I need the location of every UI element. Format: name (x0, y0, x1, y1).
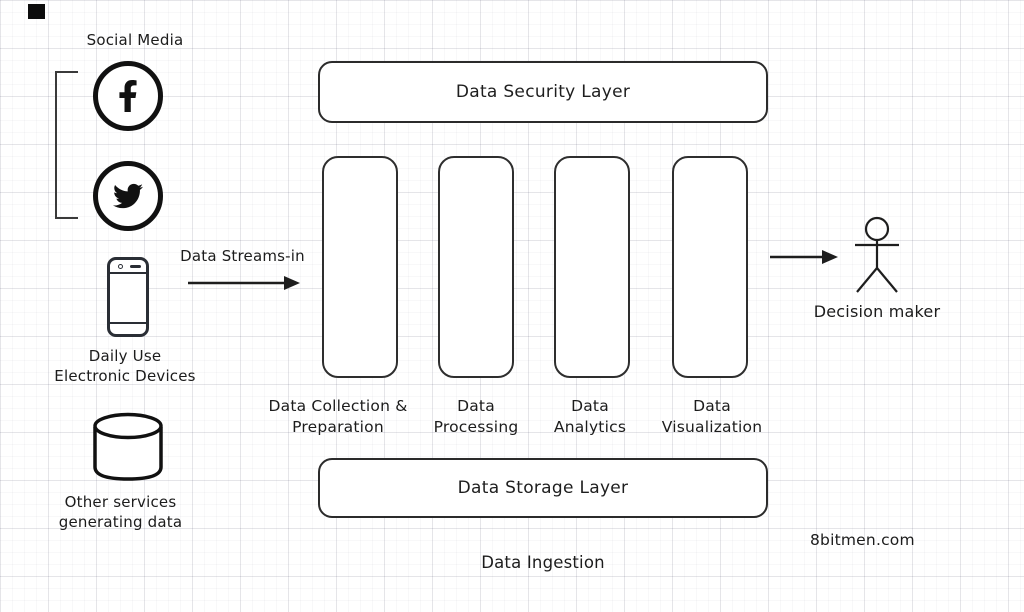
social-media-bracket (55, 71, 78, 219)
security-layer-label: Data Security Layer (455, 82, 631, 102)
phone-speaker-bar (130, 265, 141, 268)
stage-box-processing (438, 156, 514, 378)
stage-analytics-line1: Data (571, 397, 609, 415)
stage-visualization-line2: Visualization (661, 418, 763, 436)
phone-icon (107, 257, 149, 337)
decision-maker-icon (855, 216, 899, 293)
other-services-label: Other services generating data (28, 492, 213, 532)
stage-box-analytics (554, 156, 630, 378)
other-services-line1: Other services (64, 493, 177, 511)
twitter-bird-glyph (113, 183, 143, 209)
social-media-label: Social Media (86, 31, 184, 49)
stage-label-visualization: Data Visualization (646, 396, 778, 438)
phone-screen-bottom-line (110, 322, 146, 324)
stage-label-collection: Data Collection & Preparation (250, 396, 426, 438)
stage-analytics-line2: Analytics (553, 418, 627, 436)
daily-use-line2: Electronic Devices (54, 367, 196, 385)
facebook-f-glyph (119, 80, 137, 112)
corner-square-mark (28, 4, 45, 19)
database-cylinder-icon (93, 412, 163, 481)
stage-processing-line1: Data (457, 397, 495, 415)
stage-collection-line1: Data Collection & (268, 397, 408, 415)
data-streams-label: Data Streams-in (180, 247, 305, 265)
stream-arrow-icon (188, 276, 300, 290)
facebook-icon (93, 61, 163, 131)
decision-maker-label: Decision maker (813, 302, 941, 321)
phone-screen-top-line (110, 272, 146, 274)
watermark-text: 8bitmen.com (810, 531, 915, 549)
stage-visualization-line1: Data (693, 397, 731, 415)
stage-box-visualization (672, 156, 748, 378)
phone-camera-dot (118, 264, 123, 269)
twitter-icon (93, 161, 163, 231)
stage-label-processing: Data Processing (414, 396, 538, 438)
diagram-title: Data Ingestion (481, 553, 605, 572)
storage-layer-label: Data Storage Layer (457, 478, 629, 498)
stage-collection-line2: Preparation (292, 418, 384, 436)
stage-box-collection (322, 156, 398, 378)
security-layer-box: Data Security Layer (318, 61, 768, 123)
stage-processing-line2: Processing (433, 418, 519, 436)
daily-use-devices-label: Daily Use Electronic Devices (35, 346, 215, 386)
other-services-line2: generating data (58, 513, 183, 531)
stage-label-analytics: Data Analytics (528, 396, 652, 438)
output-arrow-icon (770, 250, 838, 264)
storage-layer-box: Data Storage Layer (318, 458, 768, 518)
daily-use-line1: Daily Use (88, 347, 162, 365)
